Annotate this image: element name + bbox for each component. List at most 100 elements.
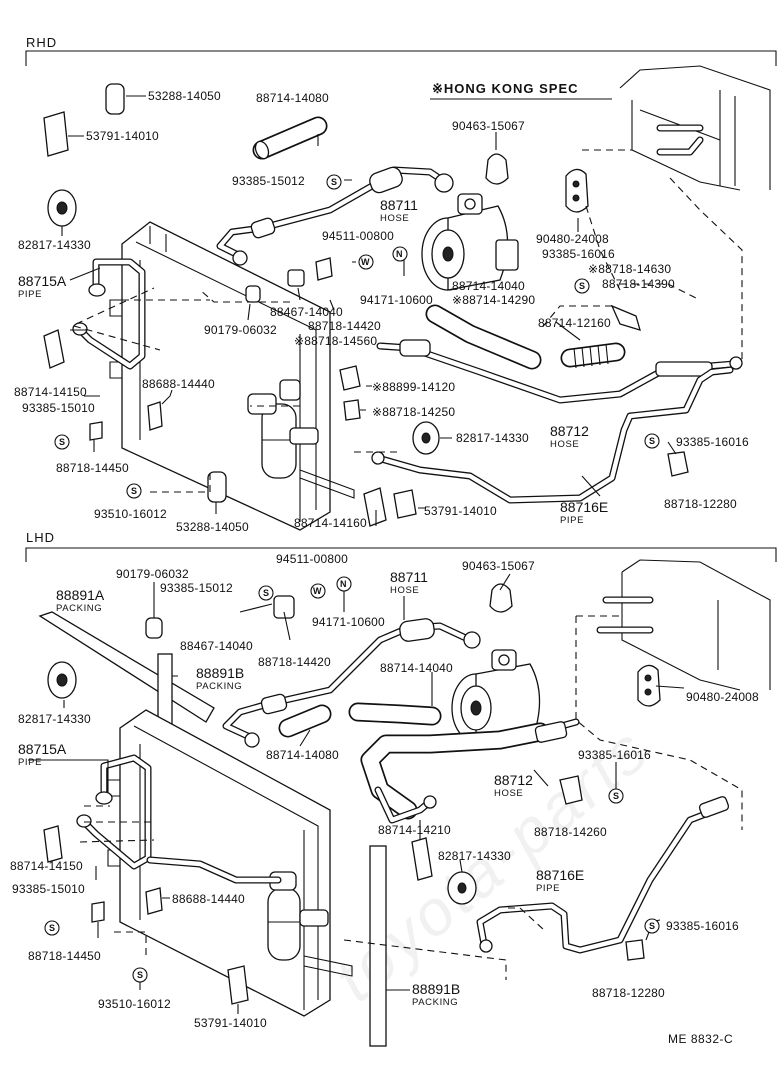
rhd-labels: 53288-14050 53791-14010 88714-14080 9338… <box>14 89 749 534</box>
label-88718-14420-rhd: 88718-14420 <box>308 319 381 333</box>
symbol-s-lhd-1 <box>258 585 274 601</box>
rhd-clamp-88718-14250 <box>343 399 361 421</box>
label-88715a-lhd: 88715A <box>18 741 67 757</box>
label-88711-lhd: 88711 <box>390 569 428 585</box>
rhd-clamp-88718-12280 <box>667 451 689 477</box>
label-88718-12280-lhd: 88718-12280 <box>592 986 665 1000</box>
label-93385-15012-rhd: 93385-15012 <box>232 174 305 188</box>
label-94171-10600-lhd: 94171-10600 <box>312 615 385 629</box>
label-93510-16012-lhd: 93510-16012 <box>98 997 171 1011</box>
label-93385-16016-rhd-a: 93385-16016 <box>542 247 615 261</box>
label-93385-16016-lhd-b: 93385-16016 <box>666 919 739 933</box>
label-94171-10600-rhd: 94171-10600 <box>360 293 433 307</box>
label-88715a-cap-rhd: PIPE <box>18 289 42 300</box>
label-88718-14260: 88718-14260 <box>534 825 607 839</box>
lhd-compressor <box>451 649 541 743</box>
label-88891a: 88891A <box>56 587 105 603</box>
lhd-band-90463 <box>489 583 513 613</box>
symbol-n-rhd <box>392 246 408 262</box>
note-text: ※HONG KONG SPEC <box>432 81 579 96</box>
hong-kong-spec-note: ※HONG KONG SPEC <box>430 81 612 100</box>
label-88891b-bot: 88891B <box>412 981 460 997</box>
label-88712-lhd: 88712 <box>494 772 533 788</box>
label-53791-14010-lhd: 53791-14010 <box>194 1016 267 1030</box>
label-88714-14150-lhd: 88714-14150 <box>10 859 83 873</box>
label-88714-14290-rhd: ※88714-14290 <box>452 293 535 307</box>
symbol-n-lhd <box>336 576 352 592</box>
label-88718-12280-rhd: 88718-12280 <box>664 497 737 511</box>
label-88718-14420-lhd: 88718-14420 <box>258 655 331 669</box>
symbol-n-text: N <box>340 579 347 589</box>
label-88715a-rhd: 88715A <box>18 273 67 289</box>
symbol-s-text: S <box>579 281 585 291</box>
label-88714-14150-rhd: 88714-14150 <box>14 385 87 399</box>
symbol-s-text: S <box>137 970 143 980</box>
lhd-cushion-88714-14210 <box>411 837 433 881</box>
lhd-labels: 90179-06032 94511-00800 88711 HOSE 90463… <box>10 552 759 1030</box>
symbol-w-rhd <box>358 254 374 270</box>
label-93385-15012-lhd: 93385-15012 <box>160 581 233 595</box>
lhd-frame: LHD <box>25 530 777 562</box>
rhd-clamp-88899 <box>339 365 361 391</box>
label-88718-14390-rhd: 88718-14390 <box>602 277 675 291</box>
label-88715a-cap-lhd: PIPE <box>18 757 42 768</box>
label-94511-00800-lhd: 94511-00800 <box>276 552 348 566</box>
label-88467-14040-rhd: 88467-14040 <box>270 305 343 319</box>
footer-code: ME 8832-C <box>668 1032 733 1046</box>
symbol-w-text: W <box>313 586 322 596</box>
symbol-s-lhd-3 <box>44 920 60 936</box>
label-88712-cap-lhd: HOSE <box>494 788 523 799</box>
label-90463-15067-rhd: 90463-15067 <box>452 119 525 133</box>
section-label-rhd: RHD <box>26 35 57 50</box>
label-93385-15010-lhd: 93385-15010 <box>12 882 85 896</box>
label-88718-14560-rhd: ※88718-14560 <box>294 334 377 348</box>
label-90480-24008-lhd: 90480-24008 <box>686 690 759 704</box>
label-88716e-cap-rhd: PIPE <box>560 515 584 526</box>
rhd-cushion-53791-top <box>43 111 69 157</box>
label-88718-14630-rhd: ※88718-14630 <box>588 262 671 276</box>
label-88718-14450-rhd: 88718-14450 <box>56 461 129 475</box>
label-88891b-bot-cap: PACKING <box>412 997 458 1008</box>
label-88712-rhd: 88712 <box>550 423 589 439</box>
label-88467-14040-lhd: 88467-14040 <box>180 639 253 653</box>
lhd-drawing <box>28 559 771 1047</box>
label-94511-00800-rhd: 94511-00800 <box>322 229 394 243</box>
label-53288-14050-top: 53288-14050 <box>148 89 221 103</box>
lhd-clamp-88718-14450 <box>91 901 105 923</box>
label-88891b-top-cap: PACKING <box>196 681 242 692</box>
lhd-nut-90179 <box>145 617 163 639</box>
label-88716e-rhd: 88716E <box>560 499 608 515</box>
label-90463-15067-lhd: 90463-15067 <box>462 559 535 573</box>
lhd-clamp-88718-14260 <box>559 775 583 805</box>
label-93385-16016-rhd-b: 93385-16016 <box>676 435 749 449</box>
label-88714-14080-rhd: 88714-14080 <box>256 91 329 105</box>
label-88714-14080-lhd: 88714-14080 <box>266 748 339 762</box>
rhd-frame: RHD <box>25 35 777 66</box>
label-88688-14440-rhd: 88688-14440 <box>142 377 215 391</box>
label-90179-06032-rhd: 90179-06032 <box>204 323 277 337</box>
label-88711-cap-rhd: HOSE <box>380 213 409 224</box>
label-53288-14050-bot: 53288-14050 <box>176 520 249 534</box>
rhd-receiver <box>247 379 319 479</box>
rhd-drawing <box>43 65 771 531</box>
rhd-cushion-88714-14160 <box>363 487 387 527</box>
symbol-s-rhd-2 <box>574 278 590 294</box>
lhd-bracket-88688 <box>145 887 163 915</box>
lhd-clamp-88718-12280 <box>625 939 645 961</box>
label-88714-14040-lhd: 88714-14040 <box>380 661 453 675</box>
symbol-s-text: S <box>649 436 655 446</box>
label-88714-14210: 88714-14210 <box>378 823 451 837</box>
label-82817-14330-rhd-a: 82817-14330 <box>18 238 91 252</box>
rhd-valve-88467 <box>287 269 305 287</box>
lhd-valve-88467 <box>273 595 295 619</box>
symbol-s-text: S <box>263 588 269 598</box>
label-88711-rhd: 88711 <box>380 197 418 213</box>
symbol-s-text: S <box>331 177 337 187</box>
symbol-s-text: S <box>59 437 65 447</box>
rhd-cushion-53791-bot <box>393 489 417 519</box>
symbol-s-lhd-2 <box>608 788 624 804</box>
lhd-packing-88891b-bot <box>369 845 387 1047</box>
lhd-grommet-90480 <box>637 664 661 707</box>
symbol-s-rhd-5 <box>126 483 142 499</box>
